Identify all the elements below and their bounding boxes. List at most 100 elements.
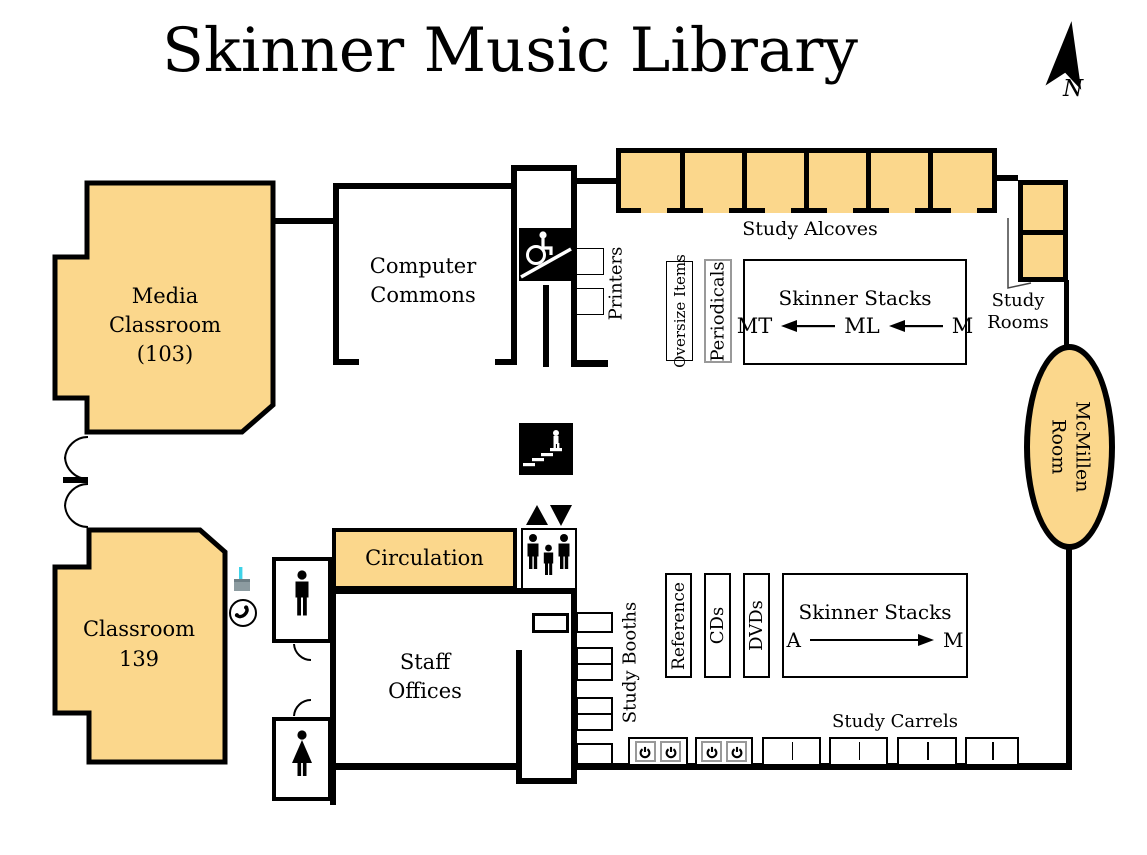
entrance-door-arc <box>64 504 89 529</box>
study-booth <box>576 647 613 681</box>
stacks-range-ml: ML <box>844 314 880 338</box>
periodicals-box: Periodicals <box>704 259 732 363</box>
carrel-divider <box>927 742 929 760</box>
stacks-range-a: A <box>786 627 801 652</box>
room-classroom-139-shape <box>52 527 228 765</box>
study-room <box>1018 230 1068 282</box>
computer-commons-label: Computer Commons <box>369 254 477 307</box>
down-triangle <box>550 505 572 526</box>
carrel-divider <box>992 742 994 760</box>
wall <box>330 588 577 594</box>
wall <box>511 165 517 365</box>
printer <box>576 248 604 275</box>
stacks-range-m: M <box>951 314 974 338</box>
wall <box>571 360 608 367</box>
reference-box: Reference <box>665 573 692 678</box>
female-figure-icon <box>292 730 312 776</box>
study-booth <box>576 743 613 765</box>
cds-label: CDs <box>707 606 729 645</box>
study-carrels-label: Study Carrels <box>832 711 958 732</box>
skinner-stacks-top: Skinner Stacks MT ML M <box>737 259 973 365</box>
booth-divider <box>578 663 611 665</box>
alcove-divider <box>804 153 809 208</box>
compass-north-arrow: N <box>1036 18 1100 106</box>
study-rooms-leader-line <box>1007 218 1032 289</box>
study-rooms-label: Study Rooms <box>987 290 1049 333</box>
periodicals-label: Periodicals <box>707 260 729 362</box>
alcove-door-gap <box>827 203 853 213</box>
arrow-left-icon <box>781 320 836 332</box>
printer <box>576 288 604 315</box>
wall <box>330 763 516 770</box>
stairs-icon <box>519 423 573 475</box>
power-symbol-icon <box>701 741 722 762</box>
mcmillen-room: McMillen Room <box>1024 344 1115 550</box>
skinner-stacks-top-title: Skinner Stacks <box>778 286 932 310</box>
power-symbol-icon <box>634 741 656 762</box>
entrance-door-arc <box>64 456 89 481</box>
wall <box>516 650 522 784</box>
cds-box: CDs <box>704 573 731 678</box>
wall <box>577 178 618 184</box>
alcove-divider <box>742 153 747 208</box>
compass-label: N <box>1063 76 1084 102</box>
classroom-139-label: Classroom 139 <box>82 617 196 672</box>
arrow-right-icon <box>809 633 934 646</box>
entrance-door-arc <box>64 435 89 460</box>
alcove-divider <box>866 153 871 208</box>
stacks-range-mt: MT <box>736 314 773 338</box>
power-symbol-icon <box>726 741 747 762</box>
wall <box>273 218 333 224</box>
room-media-classroom-shape <box>52 180 276 435</box>
wall <box>577 763 1072 770</box>
mens-restroom-door-arc <box>293 643 312 662</box>
alcove-door-gap <box>765 203 791 213</box>
alcove-door-gap <box>889 203 915 213</box>
study-booth <box>576 697 613 731</box>
dvds-box: DVDs <box>743 573 770 678</box>
male-figure-icon <box>295 570 309 616</box>
staff-desk <box>532 613 569 633</box>
phone-handset-icon <box>229 599 257 627</box>
skinner-stacks-bottom: Skinner Stacks A M <box>782 573 968 678</box>
water-fountain-icon <box>231 566 253 596</box>
study-booths-label-wrap: Study Booths <box>607 598 653 726</box>
power-symbol-icon <box>660 741 682 762</box>
wall <box>495 359 517 365</box>
study-alcoves-label: Study Alcoves <box>742 218 878 240</box>
womens-restroom <box>272 717 332 801</box>
reference-label: Reference <box>668 581 689 670</box>
womens-restroom-door-arc <box>293 698 312 717</box>
stacks-range-m2: M <box>942 627 964 652</box>
circulation-desk: Circulation <box>332 528 517 590</box>
mcmillen-room-label: McMillen Room <box>1047 401 1094 493</box>
arrow-left-icon <box>888 320 943 332</box>
alcove-divider <box>928 153 933 208</box>
wall <box>333 183 339 365</box>
copier-station <box>628 737 688 766</box>
study-room <box>1018 180 1068 235</box>
wall <box>1064 280 1069 348</box>
printers-label: Printers <box>605 246 627 320</box>
alcove-door-gap <box>641 203 667 213</box>
media-classroom-label: Media Classroom (103) <box>108 284 222 366</box>
study-carrel <box>965 737 1019 766</box>
study-carrel <box>897 737 957 766</box>
oversize-items-label: Oversize Items <box>670 254 689 368</box>
wall <box>997 175 1018 181</box>
booth-divider <box>578 713 611 715</box>
study-booth <box>576 612 613 633</box>
up-triangle <box>526 505 548 525</box>
printers-label-wrap: Printers <box>595 240 637 326</box>
study-carrel <box>829 737 888 766</box>
wall <box>1066 546 1072 770</box>
study-alcoves <box>616 148 997 213</box>
wall <box>516 778 577 784</box>
alcove-divider <box>680 153 685 208</box>
staff-offices-label: Staff Offices <box>388 650 462 703</box>
study-carrel <box>762 737 821 766</box>
copier-station <box>695 737 753 766</box>
dvds-label: DVDs <box>746 600 768 651</box>
entrance-door-arc <box>64 482 89 507</box>
